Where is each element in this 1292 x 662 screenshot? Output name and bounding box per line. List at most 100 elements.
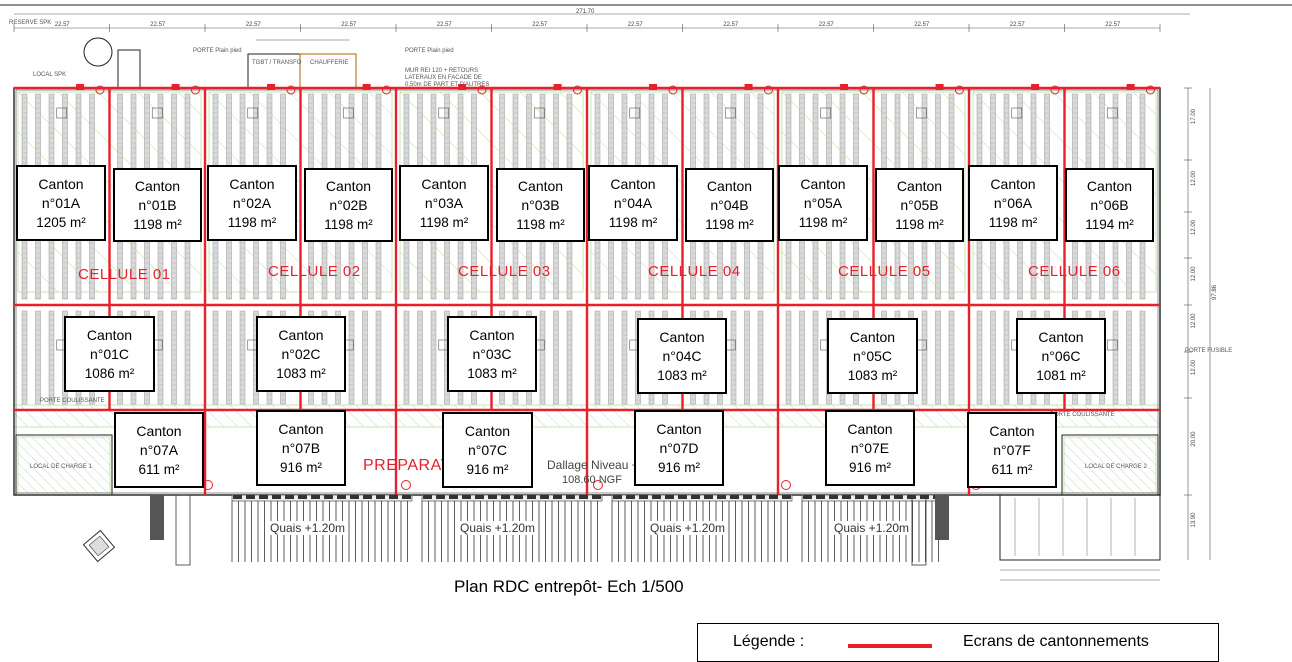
door-marker xyxy=(553,84,562,90)
hatch-line xyxy=(1077,436,1135,494)
dock-ramp-outline xyxy=(175,494,191,566)
dimension-right: 17.00 xyxy=(1191,108,1197,124)
dock-door xyxy=(920,495,929,499)
ngf-label: 108.60 NGF xyxy=(562,474,622,486)
rack xyxy=(239,310,246,405)
dimension-span: 22.57 xyxy=(628,22,644,28)
hatch-line xyxy=(1147,436,1157,446)
rack xyxy=(417,310,423,405)
rack xyxy=(799,310,805,405)
dimension-span: 22.57 xyxy=(437,22,453,28)
dock-door xyxy=(782,495,791,499)
rack xyxy=(348,310,355,405)
dock-door xyxy=(259,495,268,499)
smoke-vent xyxy=(286,85,296,95)
dock-door xyxy=(566,495,575,499)
sprinkler-box xyxy=(1106,339,1118,351)
rack xyxy=(744,310,750,405)
dock-door xyxy=(730,495,739,499)
hatch-line xyxy=(1063,482,1075,494)
hatch-line xyxy=(1069,404,1093,428)
dock-door xyxy=(298,495,307,499)
dimension-span: 22.57 xyxy=(532,22,548,28)
dock-door xyxy=(423,495,432,499)
dock-door xyxy=(475,495,484,499)
hatch-line xyxy=(101,436,111,446)
hatch-line xyxy=(75,404,99,428)
guard-house xyxy=(82,529,116,563)
sprinkler-box xyxy=(820,107,832,119)
door-marker xyxy=(649,84,658,90)
rack xyxy=(566,310,573,405)
dock-door xyxy=(540,495,549,499)
guard-house-inner xyxy=(88,535,110,557)
annotation-local-spk: LOCAL SPK xyxy=(33,72,67,78)
hatch-line xyxy=(369,404,393,428)
hatch-line xyxy=(19,404,43,428)
hatch-line xyxy=(91,436,111,456)
smoke-vent xyxy=(668,85,678,95)
dimension-span: 22.57 xyxy=(55,22,71,28)
rack xyxy=(35,310,41,405)
dimension-span: 22.57 xyxy=(723,22,739,28)
dimension-span: 22.57 xyxy=(341,22,357,28)
dimension-right-total: 97.86 xyxy=(1212,284,1218,300)
rack xyxy=(1139,310,1146,405)
hatch-line xyxy=(355,404,379,428)
legend: Légende : Ecrans de cantonnements xyxy=(697,623,1219,662)
dock-door xyxy=(907,495,916,499)
rack xyxy=(921,310,928,405)
hatch-line xyxy=(71,436,111,476)
hatch-line xyxy=(411,404,435,428)
hatch-line xyxy=(397,404,421,428)
dock-door xyxy=(894,495,903,499)
dock-ramp xyxy=(150,495,164,540)
hatch-line xyxy=(1097,404,1121,428)
rack xyxy=(362,310,368,405)
door-marker xyxy=(1126,84,1135,90)
rack xyxy=(21,310,28,405)
dock-door xyxy=(579,495,588,499)
cellule-label: CELLULE 02 xyxy=(268,263,361,280)
hatch-line xyxy=(51,436,109,494)
dock-door xyxy=(613,495,622,499)
dock-door xyxy=(769,495,778,499)
dock-door xyxy=(311,495,320,499)
hatch-line xyxy=(61,404,85,428)
dock-door xyxy=(626,495,635,499)
hatch-line xyxy=(17,442,69,494)
preparation-label: PREPARATIO xyxy=(363,457,469,474)
dimension-right: 12.00 xyxy=(1191,170,1197,186)
quai-label: Quais +1.20m xyxy=(833,521,911,535)
rack xyxy=(1003,310,1010,405)
hatch-line xyxy=(1137,436,1157,456)
hatch-line xyxy=(1139,404,1161,426)
rack xyxy=(403,310,410,405)
dock-door xyxy=(501,495,510,499)
rack xyxy=(212,310,219,405)
dock-door xyxy=(514,495,523,499)
smoke-vent xyxy=(190,85,200,95)
dock-door xyxy=(376,495,385,499)
dock-platform xyxy=(611,494,793,502)
dallage-label: Dallage Niveau + xyxy=(547,458,639,472)
hatch-line xyxy=(1087,436,1145,494)
cellule-label: CELLULE 04 xyxy=(648,263,741,280)
dock-door xyxy=(527,495,536,499)
dimension-span: 22.57 xyxy=(819,22,835,28)
rack xyxy=(1112,310,1119,405)
dock-door xyxy=(246,495,255,499)
hatch-line xyxy=(33,404,57,428)
hatch-line xyxy=(89,404,113,428)
dock-door xyxy=(665,495,674,499)
sprinkler-box xyxy=(151,107,163,119)
dock-door xyxy=(449,495,458,499)
hatch-line xyxy=(537,404,561,428)
hatch-line xyxy=(719,404,743,428)
